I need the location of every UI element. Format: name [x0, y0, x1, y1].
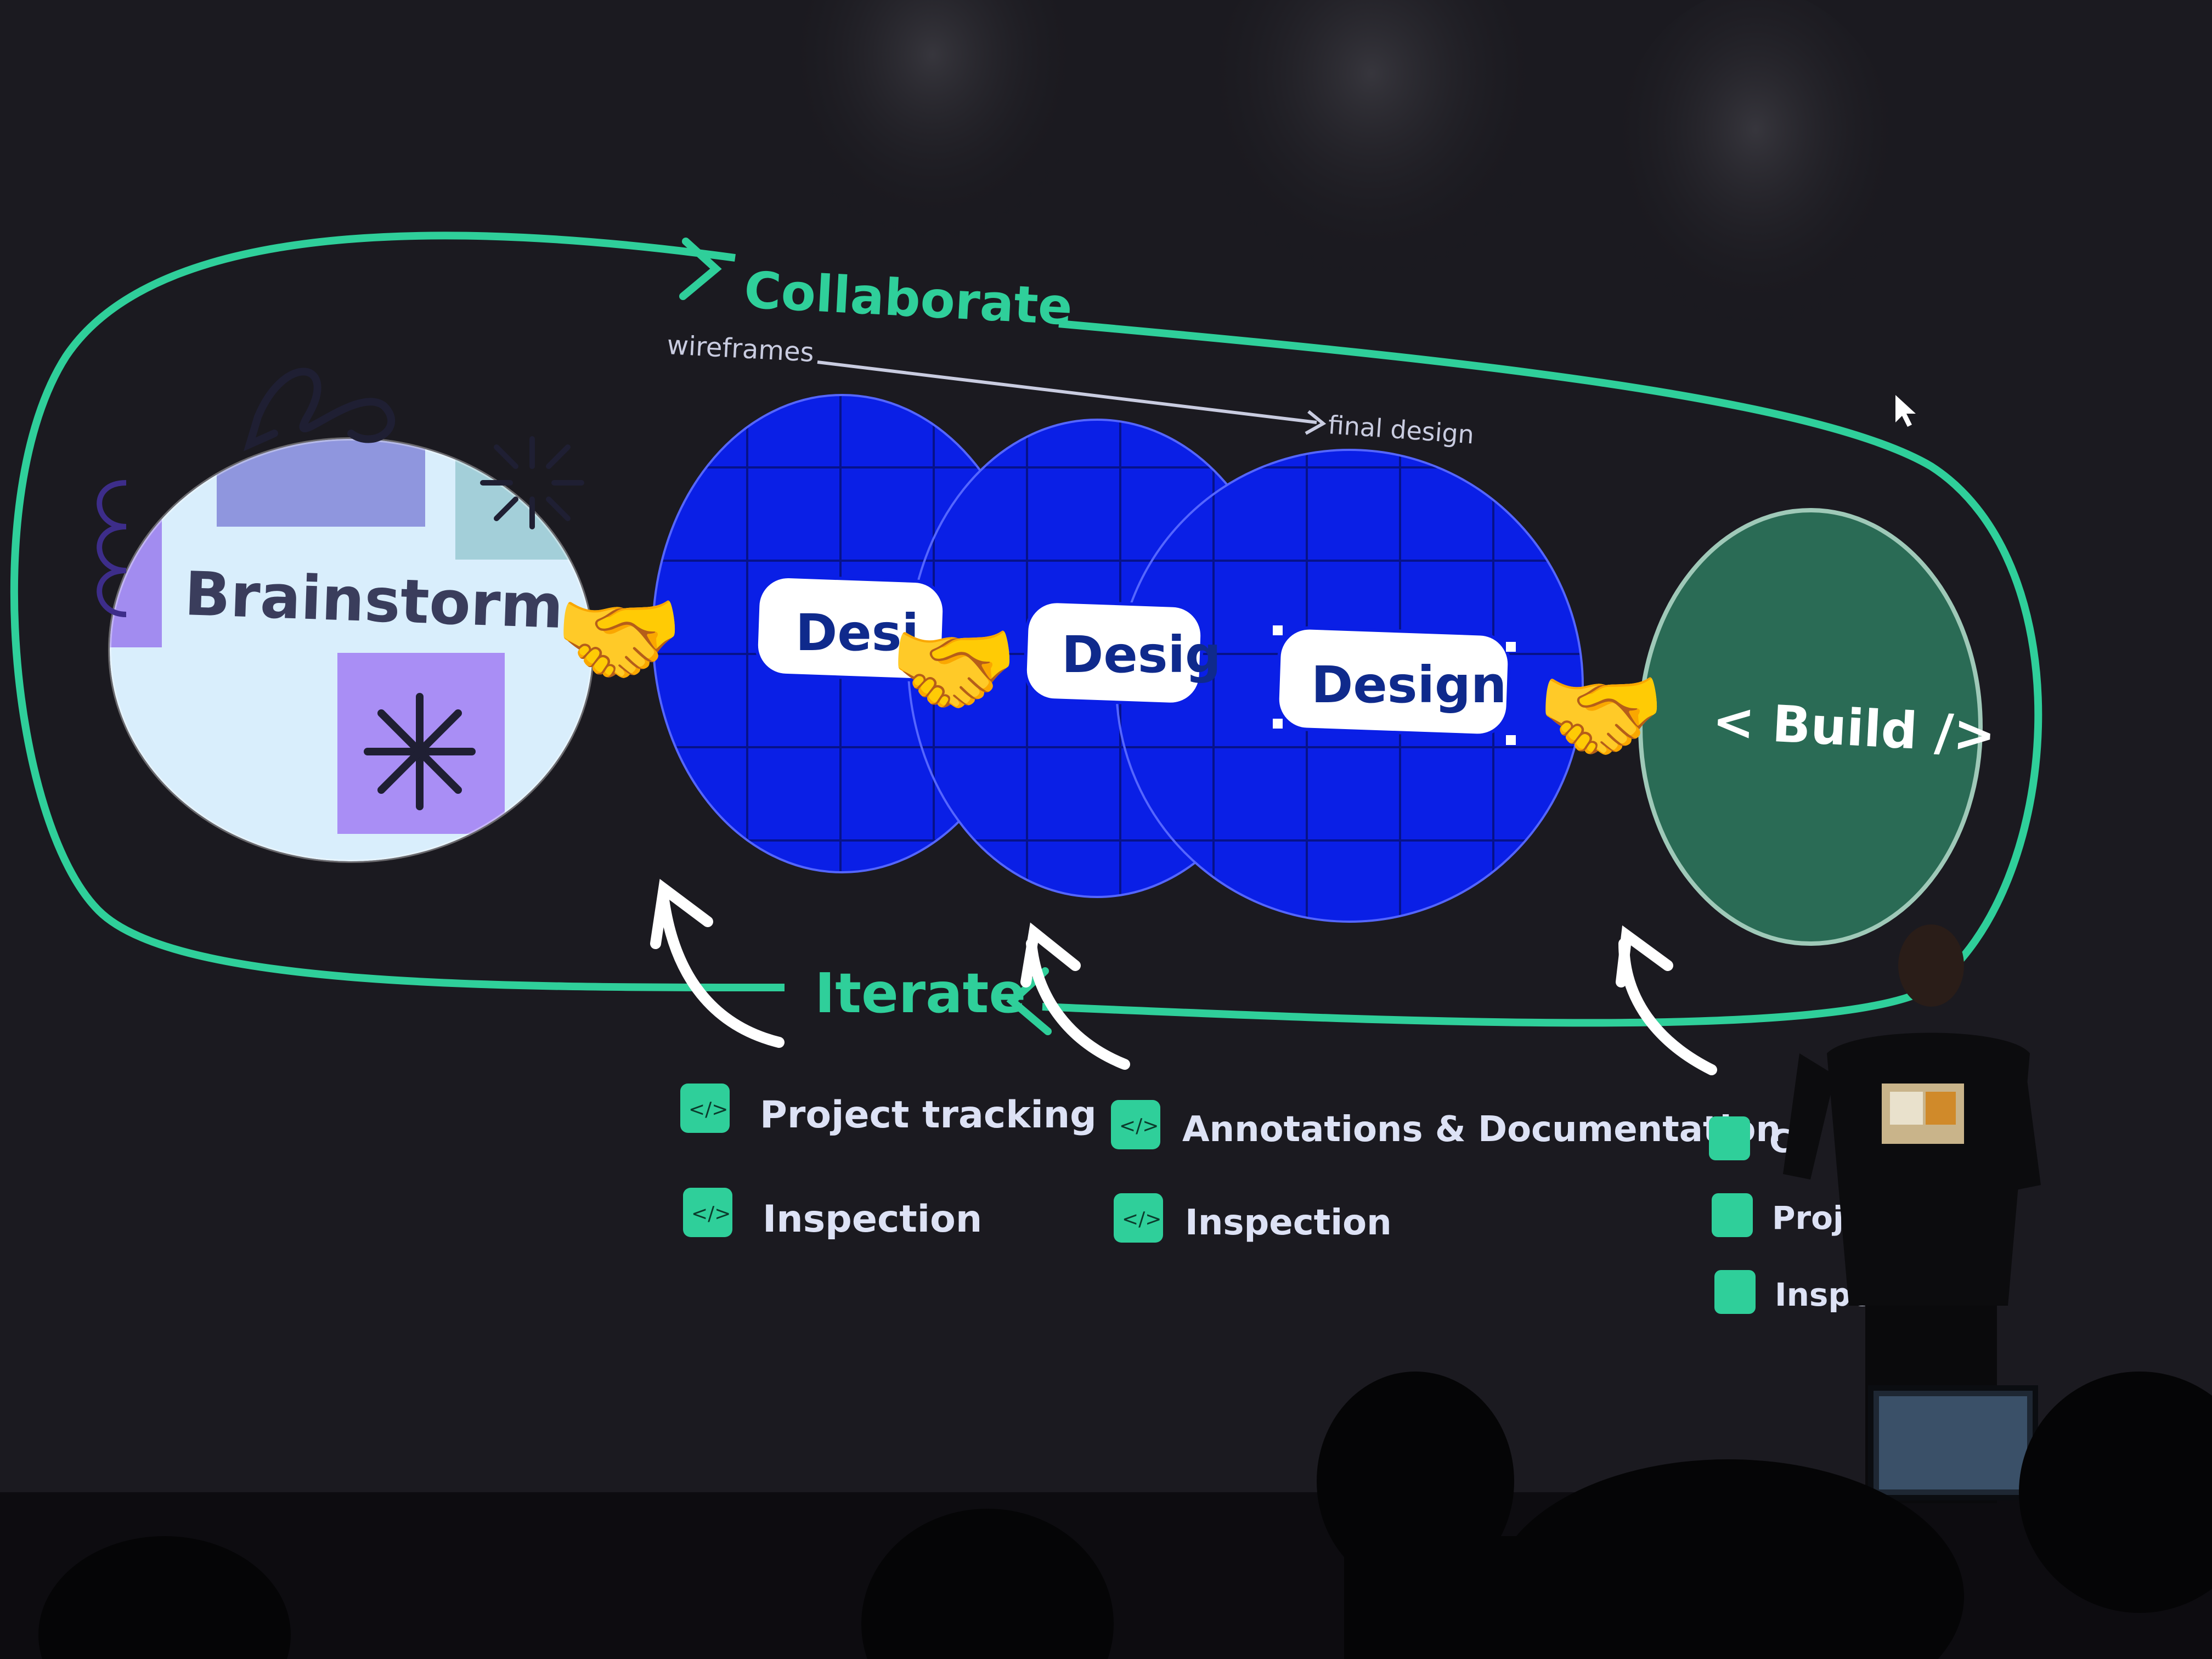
handshake-icon: 🤝 [889, 608, 1019, 730]
feature-item: Project tracking [760, 1093, 1097, 1137]
iterate-arrows [650, 878, 1717, 1075]
feature-list-col2: </> Annotations & Documentation </> Insp… [1111, 1100, 1781, 1243]
build-circle [1638, 508, 1983, 946]
flower-icon [97, 480, 127, 617]
feature-item: Inspection [763, 1198, 982, 1241]
asterisk-icon [364, 693, 476, 810]
design-pill-1: Desi [754, 575, 946, 681]
design-label-2: Desig [1062, 625, 1221, 684]
brainstorm-label: Brainstorm [183, 558, 565, 642]
code-icon [1712, 1193, 1753, 1237]
starburst-icon [480, 436, 584, 529]
design-label-1: Desi [795, 603, 919, 662]
squiggle-icon [243, 368, 396, 452]
svg-text:</>: </> [1119, 1115, 1159, 1137]
arrow-icon [679, 238, 722, 300]
code-icon [1111, 1100, 1160, 1149]
code-icon [1114, 1193, 1163, 1243]
svg-text:</>: </> [691, 1203, 731, 1225]
feature-item: Inspection [1185, 1203, 1392, 1243]
audience [38, 1372, 2212, 1659]
design-pill-2: Desig [1023, 600, 1221, 706]
handshake-icon: 🤝 [554, 578, 684, 699]
collaborate-loop-track [10, 232, 785, 991]
svg-text:</>: </> [689, 1098, 728, 1121]
handshake-icon: 🤝 [1536, 655, 1666, 776]
code-icon [680, 1084, 730, 1133]
feature-item: Annotations & Documentation [1182, 1109, 1781, 1150]
code-icon [1709, 1116, 1750, 1160]
mouse-cursor-icon [1895, 395, 1916, 427]
iterate-label: Iterate [815, 961, 1026, 1025]
code-icon [1714, 1270, 1756, 1314]
feature-list-col1: </> Project tracking </> Inspection [680, 1084, 1097, 1241]
code-icon [683, 1188, 732, 1237]
svg-text:</>: </> [1122, 1208, 1161, 1231]
design-pill-3: Design [1273, 625, 1516, 745]
design-label-3: Design [1311, 656, 1506, 714]
